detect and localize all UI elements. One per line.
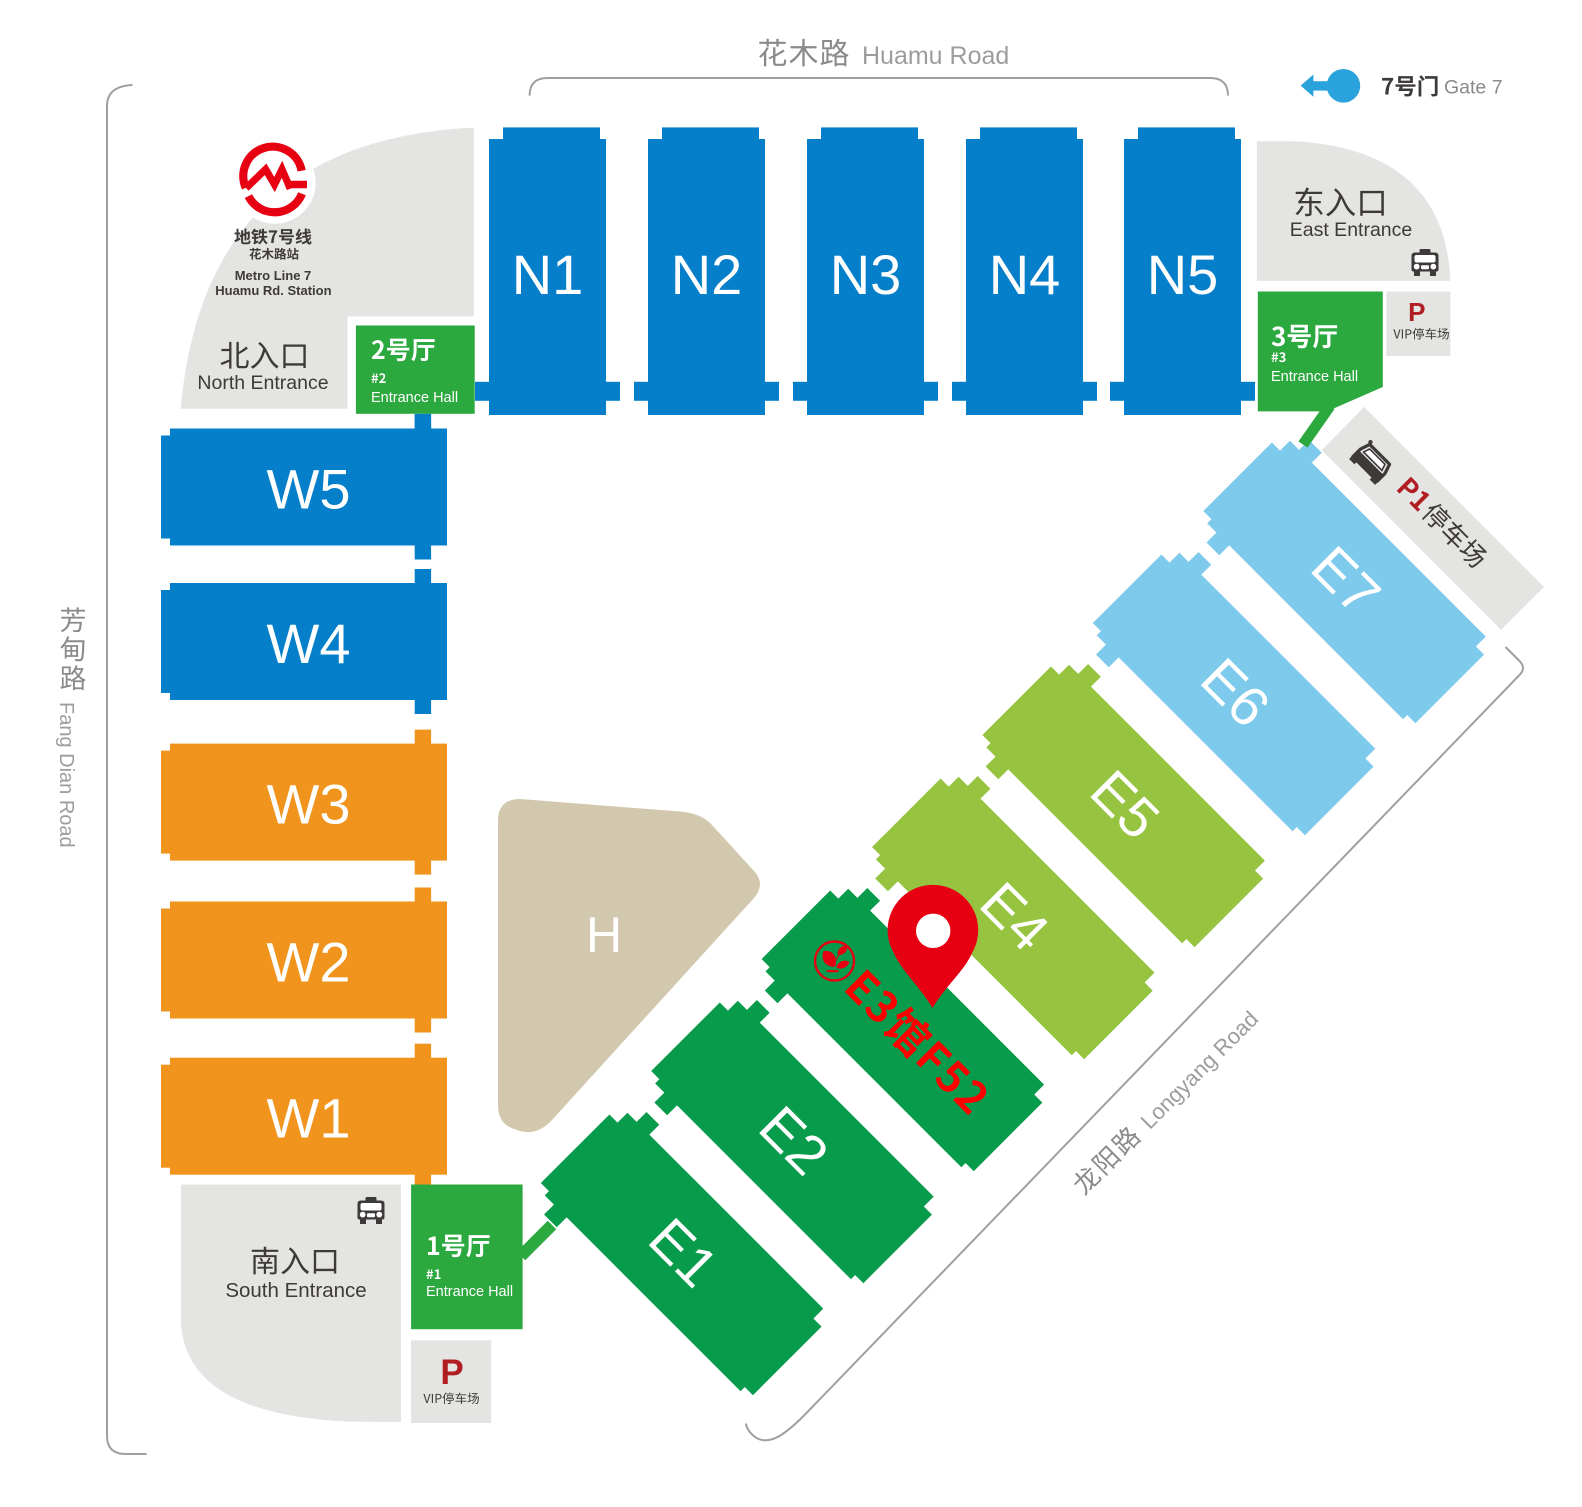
svg-text:W1: W1 <box>267 1087 351 1150</box>
svg-text:Metro Line 7: Metro Line 7 <box>235 268 312 283</box>
svg-text:P: P <box>440 1353 463 1392</box>
svg-text:Entrance Hall: Entrance Hall <box>1271 369 1358 385</box>
svg-text:North Entrance: North Entrance <box>197 372 328 394</box>
svg-text:Gate 7: Gate 7 <box>1444 77 1503 99</box>
svg-text:Longyang Road: Longyang Road <box>1136 1006 1264 1134</box>
svg-text:South Entrance: South Entrance <box>225 1279 366 1302</box>
svg-text:W4: W4 <box>267 612 351 675</box>
svg-text:W5: W5 <box>267 458 351 521</box>
svg-text:Entrance Hall: Entrance Hall <box>371 390 458 406</box>
svg-text:N4: N4 <box>989 243 1061 306</box>
svg-text:Fang Dian Road: Fang Dian Road <box>55 702 77 848</box>
svg-text:N5: N5 <box>1147 243 1219 306</box>
svg-text:P: P <box>1408 297 1425 327</box>
svg-text:Huamu Road: Huamu Road <box>862 42 1009 70</box>
svg-text:N2: N2 <box>671 243 743 306</box>
svg-text:N3: N3 <box>830 243 902 306</box>
svg-text:H: H <box>586 907 622 963</box>
svg-text:Huamu Rd. Station: Huamu Rd. Station <box>215 283 331 298</box>
svg-text:N1: N1 <box>512 243 584 306</box>
svg-text:W2: W2 <box>267 931 351 994</box>
svg-text:East Entrance: East Entrance <box>1290 219 1412 241</box>
svg-text:Entrance Hall: Entrance Hall <box>426 1284 513 1300</box>
svg-text:W3: W3 <box>267 773 351 836</box>
